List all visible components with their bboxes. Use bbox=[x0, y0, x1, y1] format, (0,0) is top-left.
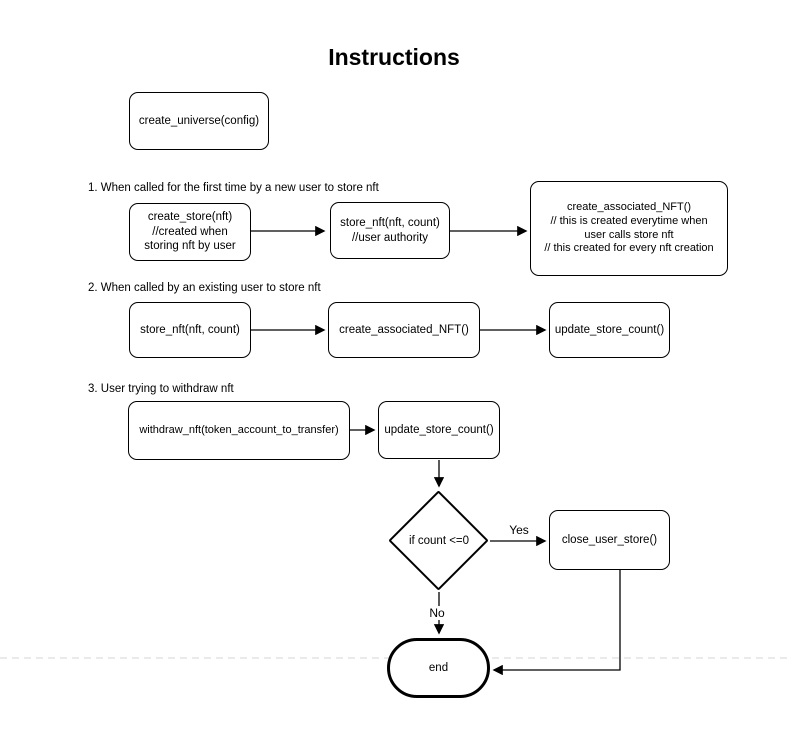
node-close-user-store[interactable]: close_user_store() bbox=[549, 510, 670, 570]
node-label: create_associated_NFT() bbox=[566, 201, 692, 213]
edge-label-no: No bbox=[427, 606, 447, 620]
node-label: store_nft(nft, count) bbox=[140, 323, 240, 336]
node-label: // this created for every nft creation bbox=[544, 242, 714, 255]
node-create-universe[interactable]: create_universe(config) bbox=[129, 92, 269, 150]
section-label-3: 3. User trying to withdraw nft bbox=[88, 383, 234, 395]
node-end[interactable]: end bbox=[387, 638, 490, 698]
node-label: // this is created everytime when bbox=[550, 214, 708, 227]
node-update-store-count-existing[interactable]: update_store_count() bbox=[549, 302, 670, 358]
node-label: //created when bbox=[152, 225, 228, 238]
node-label: user calls store nft bbox=[584, 228, 674, 241]
node-store-nft-first[interactable]: store_nft(nft, count) //user authority bbox=[330, 202, 450, 259]
node-label: withdraw_nft(token_account_to_transfer) bbox=[139, 423, 339, 436]
node-label: store_nft(nft, count) bbox=[340, 217, 440, 230]
node-label: create_associated_NFT() bbox=[339, 323, 469, 336]
node-label: storing nft by user bbox=[144, 240, 236, 253]
node-create-store[interactable]: create_store(nft) //created when storing… bbox=[129, 203, 251, 261]
node-create-associated-nft-existing[interactable]: create_associated_NFT() bbox=[328, 302, 480, 358]
node-label: create_store(nft) bbox=[147, 211, 233, 224]
node-label: update_store_count() bbox=[384, 423, 494, 436]
edge-close-store-to-end bbox=[492, 570, 621, 676]
section-label-1: 1. When called for the first time by a n… bbox=[88, 182, 379, 194]
diagram-title: Instructions bbox=[328, 44, 460, 70]
node-create-associated-nft-first[interactable]: create_associated_NFT() // this is creat… bbox=[530, 181, 728, 276]
node-label: close_user_store() bbox=[561, 533, 658, 546]
node-label: create_universe(config) bbox=[138, 114, 260, 127]
edge-label-yes: Yes bbox=[507, 523, 531, 537]
section-label-2: 2. When called by an existing user to st… bbox=[88, 282, 321, 294]
decision-label: if count <=0 bbox=[408, 535, 470, 547]
node-label: update_store_count() bbox=[554, 323, 665, 336]
node-label: end bbox=[428, 661, 449, 674]
node-store-nft-existing[interactable]: store_nft(nft, count) bbox=[129, 302, 251, 358]
node-update-store-count-withdraw[interactable]: update_store_count() bbox=[378, 401, 500, 459]
node-label: //user authority bbox=[351, 231, 429, 244]
node-withdraw-nft[interactable]: withdraw_nft(token_account_to_transfer) bbox=[128, 401, 350, 460]
